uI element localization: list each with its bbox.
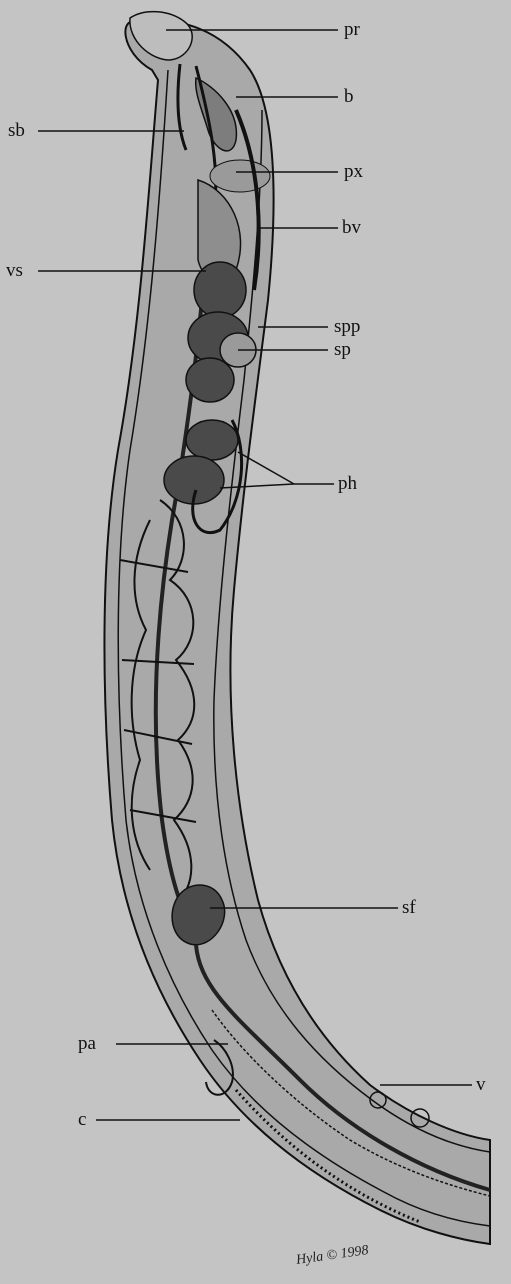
proboscis: [210, 160, 270, 192]
label-spp: spp: [334, 317, 360, 336]
label-px: px: [344, 162, 363, 181]
pouch: [186, 420, 238, 460]
label-pr: pr: [344, 20, 360, 39]
pouch: [186, 358, 234, 402]
label-pa: pa: [78, 1034, 96, 1053]
body-outline: [104, 21, 490, 1244]
label-sp: sp: [334, 340, 351, 359]
label-bv: bv: [342, 218, 361, 237]
label-ph: ph: [338, 474, 357, 493]
label-c: c: [78, 1110, 86, 1129]
label-sb: sb: [8, 121, 25, 140]
label-v: v: [476, 1075, 486, 1094]
label-sf: sf: [402, 898, 416, 917]
label-vs: vs: [6, 261, 23, 280]
label-b: b: [344, 87, 354, 106]
